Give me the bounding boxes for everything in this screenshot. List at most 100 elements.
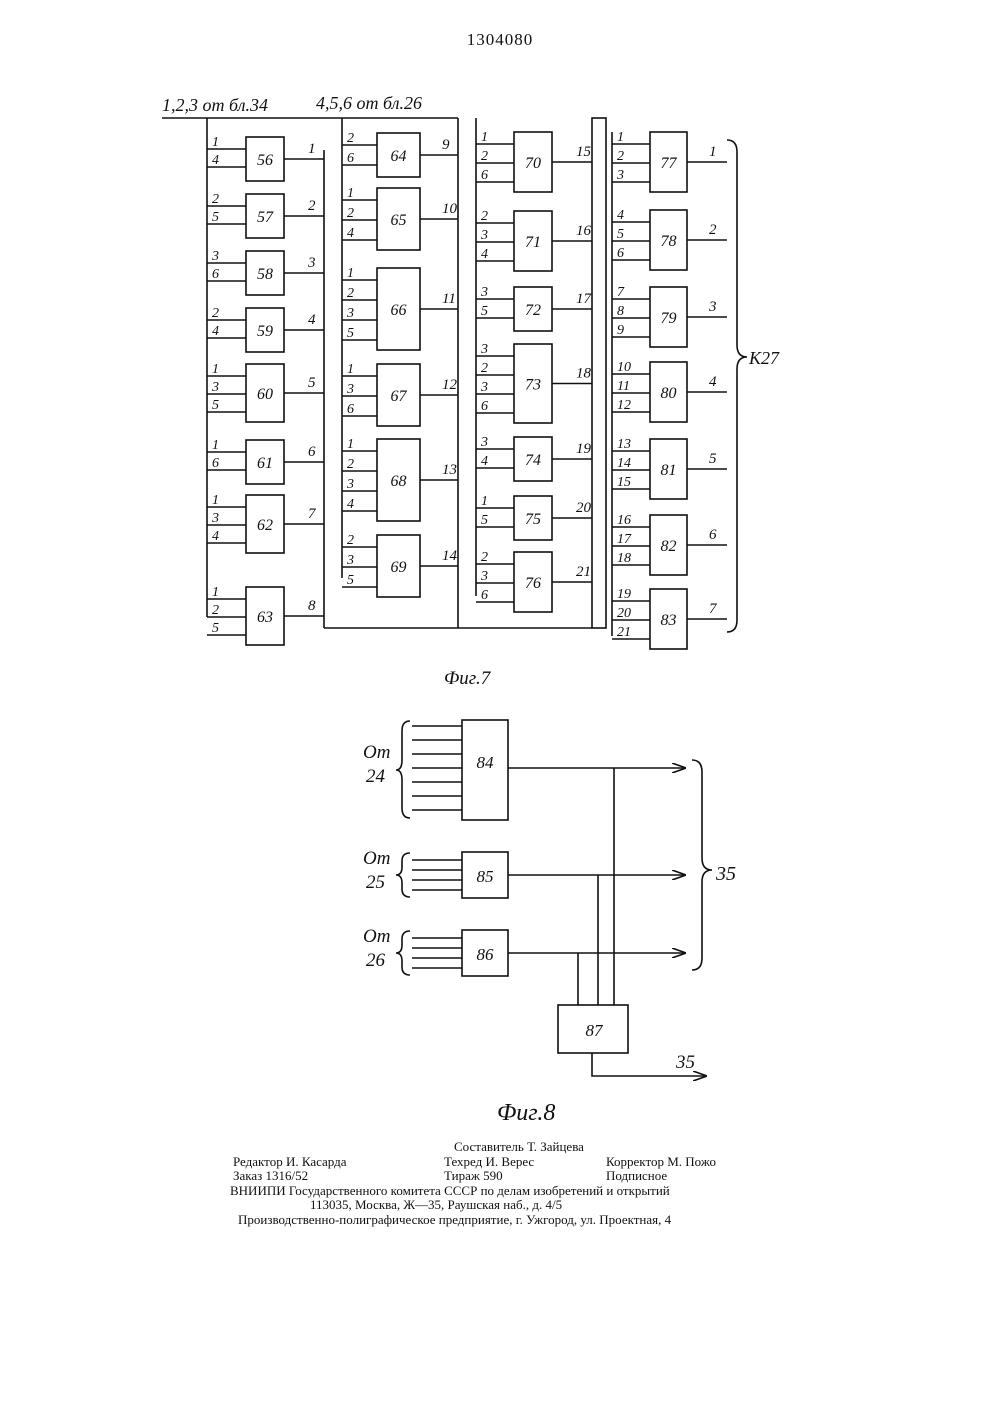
input-label-82-1: 16 <box>617 513 631 528</box>
input-label-83-3: 21 <box>617 625 631 640</box>
colophon-printer: Производственно-полиграфическое предприя… <box>238 1212 671 1227</box>
input-label-77-3: 3 <box>616 168 624 183</box>
block-71-label: 71 <box>525 234 541 251</box>
input-label-81-2: 14 <box>617 456 631 471</box>
block-69-label: 69 <box>391 559 407 576</box>
from-25-label-line2: 25 <box>366 872 385 893</box>
input-label-82-2: 17 <box>617 532 632 547</box>
input-label-64-1: 2 <box>347 131 354 146</box>
figure-8-diagram: 84 От 24 85 От 25 86 От 26 <box>363 720 736 1126</box>
input-label-74-1: 3 <box>480 435 488 450</box>
output-brace-label: К27 <box>748 348 780 368</box>
output-label-72: 17 <box>576 291 593 307</box>
output-label-78: 2 <box>709 222 717 238</box>
input-label-75-2: 5 <box>481 513 488 528</box>
colophon-organization: ВНИИПИ Государственного комитета СССР по… <box>230 1183 670 1198</box>
brace-from-24 <box>396 721 410 818</box>
input-label-61-2: 6 <box>212 456 219 471</box>
block-60-label: 60 <box>257 386 273 403</box>
input-label-71-1: 2 <box>481 209 488 224</box>
block-76-label: 76 <box>525 575 541 592</box>
input-label-81-1: 13 <box>617 437 631 452</box>
output-label-62: 7 <box>308 506 317 522</box>
block-87-label: 87 <box>586 1021 605 1040</box>
block-68-label: 68 <box>391 473 407 490</box>
input-label-76-1: 2 <box>481 550 488 565</box>
output-label-68: 13 <box>442 462 457 478</box>
input-label-59-1: 2 <box>212 306 219 321</box>
input-label-68-2: 2 <box>347 457 354 472</box>
block-74-label: 74 <box>525 452 541 469</box>
input-label-68-1: 1 <box>347 437 354 452</box>
input-label-68-4: 4 <box>347 497 354 512</box>
block-86-label: 86 <box>477 945 495 964</box>
bus-label-from-block-34: 1,2,3 от бл.34 <box>162 95 268 115</box>
colophon-compiler: Составитель Т. Зайцева <box>454 1139 584 1154</box>
from-26-label-line2: 26 <box>366 950 386 971</box>
input-label-73-1: 3 <box>480 342 488 357</box>
output-label-57: 2 <box>308 198 316 214</box>
block-77-label: 77 <box>661 155 678 172</box>
input-label-70-3: 6 <box>481 168 488 183</box>
outputs-brace-label: 35 <box>715 863 736 885</box>
block-63-label: 63 <box>257 609 273 626</box>
output-label-76: 21 <box>576 564 591 580</box>
output-label-66: 11 <box>442 291 456 307</box>
input-label-79-1: 7 <box>617 285 625 300</box>
input-label-81-3: 15 <box>617 475 631 490</box>
output-label-73: 18 <box>576 366 592 382</box>
block-84-label: 84 <box>477 753 495 772</box>
block-79-label: 79 <box>661 310 677 327</box>
output-label-71: 16 <box>576 223 592 239</box>
input-label-57-2: 5 <box>212 210 219 225</box>
input-label-63-2: 2 <box>212 603 219 618</box>
bus-label-from-block-26: 4,5,6 от бл.26 <box>316 93 422 113</box>
input-label-76-2: 3 <box>480 569 488 584</box>
input-label-56-2: 4 <box>212 153 219 168</box>
input-label-67-3: 6 <box>347 402 354 417</box>
block-75-label: 75 <box>525 511 541 528</box>
from-25-label-line1: От <box>363 848 390 869</box>
input-label-73-3: 3 <box>480 380 488 395</box>
input-label-60-2: 3 <box>211 380 219 395</box>
colophon-corrector: Корректор М. Пожо <box>606 1154 716 1169</box>
input-label-66-4: 5 <box>347 326 354 341</box>
input-label-67-2: 3 <box>346 382 354 397</box>
block-66-label: 66 <box>391 302 407 319</box>
from-24-label-line1: От <box>363 742 390 763</box>
input-label-57-1: 2 <box>212 192 219 207</box>
output-label-59: 4 <box>308 312 316 328</box>
block-56-label: 56 <box>257 152 273 169</box>
figure-8-caption: Фиг.8 <box>497 1100 555 1126</box>
block-78-label: 78 <box>661 233 677 250</box>
input-label-83-2: 20 <box>617 606 631 621</box>
block-72-label: 72 <box>525 302 541 319</box>
input-label-71-2: 3 <box>480 228 488 243</box>
output-brace <box>727 140 747 632</box>
input-label-83-1: 19 <box>617 587 631 602</box>
input-label-60-1: 1 <box>212 362 219 377</box>
input-label-72-1: 3 <box>480 285 488 300</box>
input-label-78-3: 6 <box>617 246 624 261</box>
output-label-77: 1 <box>709 144 717 160</box>
input-label-63-3: 5 <box>212 621 219 636</box>
figure-7-caption: Фиг.7 <box>444 668 492 689</box>
colophon-subscription: Подписное <box>606 1168 667 1183</box>
input-label-79-2: 8 <box>617 304 624 319</box>
input-label-80-1: 10 <box>617 360 631 375</box>
output-label-69: 14 <box>442 548 458 564</box>
input-label-67-1: 1 <box>347 362 354 377</box>
output-label-60: 5 <box>308 375 316 391</box>
input-label-78-1: 4 <box>617 208 624 223</box>
output-label-58: 3 <box>307 255 316 271</box>
input-label-69-1: 2 <box>347 533 354 548</box>
input-label-62-2: 3 <box>211 511 219 526</box>
brace-from-25 <box>396 853 410 897</box>
output-label-70: 15 <box>576 144 592 160</box>
colophon-editor: Редактор И. Касарда <box>233 1154 347 1169</box>
block-57-label: 57 <box>257 209 274 226</box>
output-label-81: 5 <box>709 451 717 467</box>
input-label-80-2: 11 <box>617 379 630 394</box>
output-label-64: 9 <box>442 137 450 153</box>
output-label-80: 4 <box>709 374 717 390</box>
